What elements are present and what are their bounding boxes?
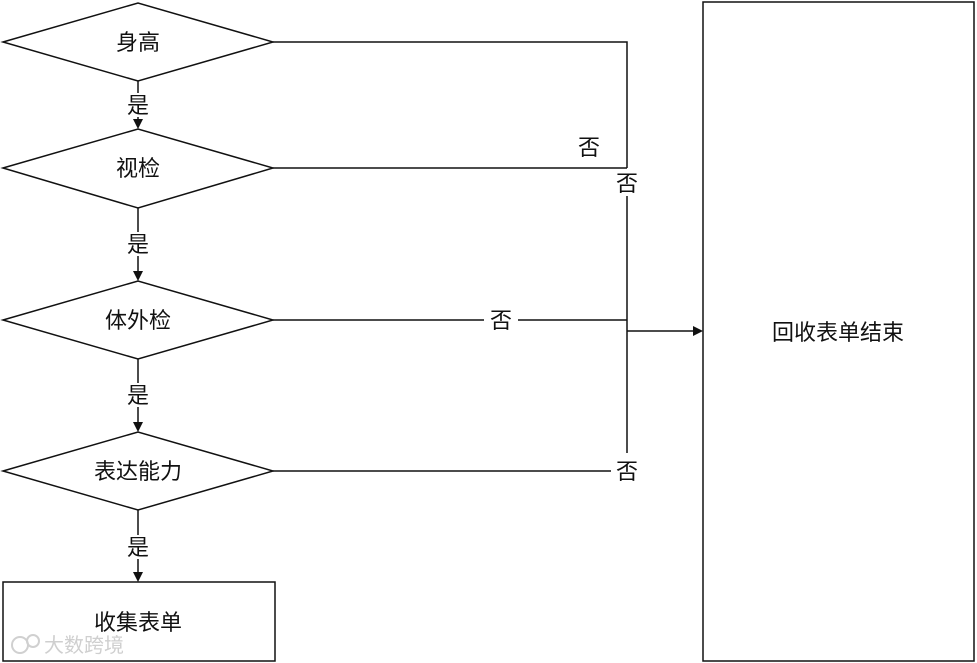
decision-expression-label: 表达能力 [94, 460, 182, 485]
yes-label-3: 是 [127, 384, 149, 409]
no-label-expression: 否 [616, 460, 638, 485]
no-label-height: 否 [578, 136, 600, 161]
process-collect-label: 收集表单 [94, 611, 182, 636]
yes-label-4: 是 [127, 536, 149, 561]
watermark-text: 大数跨境 [44, 633, 124, 657]
process-collect: 收集表单 [2, 581, 276, 662]
process-recycle: 回收表单结束 [702, 1, 975, 662]
decision-vision: 视检 [0, 128, 276, 209]
no-label-vision: 否 [616, 172, 638, 197]
process-recycle-label: 回收表单结束 [772, 321, 904, 346]
no-connectors [273, 41, 703, 472]
decision-physical: 体外检 [0, 280, 276, 360]
yes-label-1: 是 [127, 94, 149, 119]
no-line-height [273, 41, 628, 168]
decision-height: 身高 [0, 2, 276, 82]
decision-height-label: 身高 [116, 31, 160, 56]
decision-expression: 表达能力 [0, 431, 276, 511]
watermark: 大数跨境 [11, 633, 124, 657]
yes-label-2: 是 [127, 233, 149, 258]
no-label-physical: 否 [490, 309, 512, 334]
decision-physical-label: 体外检 [105, 309, 171, 334]
decision-vision-label: 视检 [116, 157, 160, 182]
